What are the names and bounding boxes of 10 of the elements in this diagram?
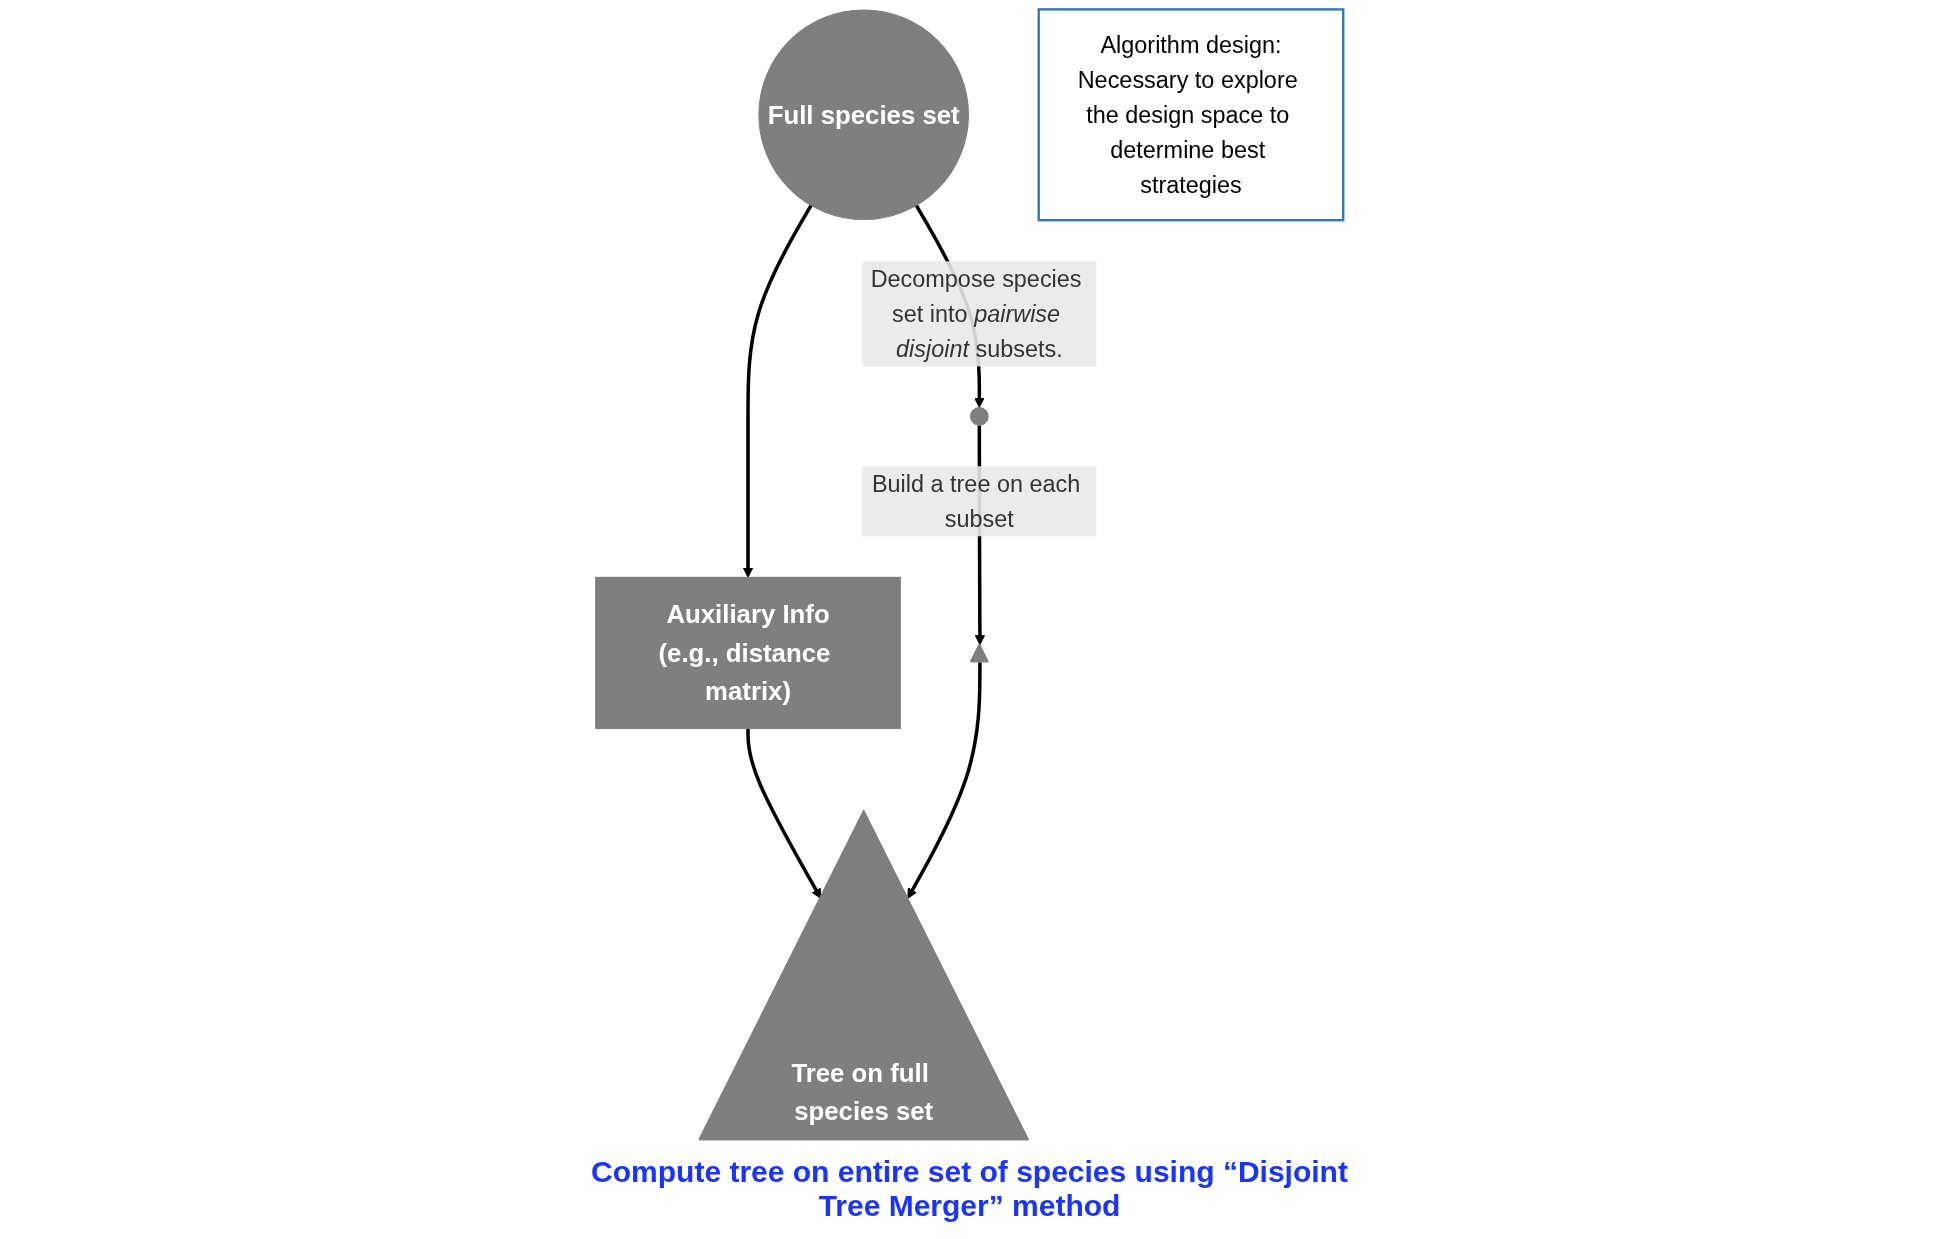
node-circle: Full species set bbox=[758, 9, 969, 221]
node-box: Auxiliary Info (e.g., distance matrix) bbox=[595, 576, 901, 730]
edge-label: Decompose species set into pairwise disjoint subsets. bbox=[870, 265, 1082, 362]
arrow bbox=[907, 662, 982, 899]
edge-label: Build a tree on each subset bbox=[871, 470, 1081, 532]
node-box: Algorithm design: Necessary to explore the design space to determine best strategies bbox=[1037, 8, 1345, 222]
arrow bbox=[746, 728, 822, 899]
caption-text: Compute tree on entire set of species using “Disjoint Tree Merger” method bbox=[590, 1155, 1349, 1223]
node-circle bbox=[970, 407, 989, 426]
arrow bbox=[742, 204, 813, 578]
